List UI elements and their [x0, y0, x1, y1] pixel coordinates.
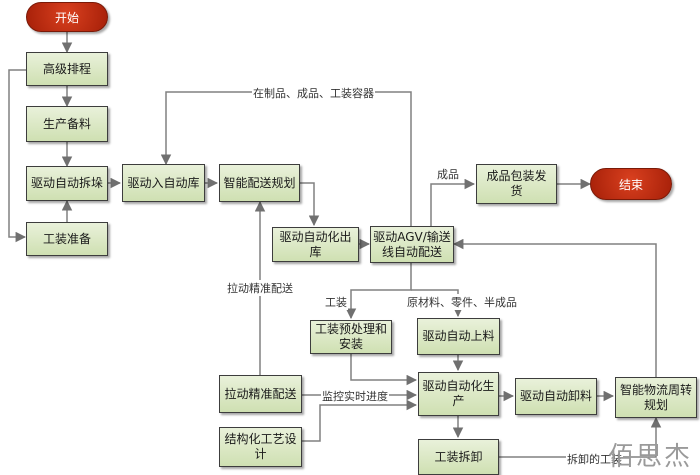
node-tool-prep[interactable]: 工装准备 [26, 222, 108, 256]
node-agv-dispatch[interactable]: 驱动AGV/输送 线自动配送 [370, 226, 454, 263]
node-auto-loading[interactable]: 驱动自动上料 [417, 318, 500, 355]
node-logistics-plan[interactable]: 智能物流周转 规划 [615, 377, 697, 418]
end-node[interactable]: 结束 [590, 168, 672, 200]
node-auto-store-in[interactable]: 驱动入自动库 [122, 164, 205, 202]
node-auto-unstack[interactable]: 驱动自动拆垛 [26, 166, 108, 201]
node-tool-preprocess[interactable]: 工装预处理和 安装 [310, 320, 392, 354]
node-packing[interactable]: 成品包装发 货 [476, 164, 557, 204]
node-auto-production[interactable]: 驱动自动化生 产 [418, 372, 499, 416]
arrow-dispatch-to-storeout [300, 182, 320, 227]
arrow-struct-to-production [302, 399, 418, 442]
label-tooling: 工装 [324, 294, 348, 310]
arrow-removal-to-logistics [499, 416, 662, 458]
label-finished: 成品 [436, 166, 460, 182]
label-wip-containers: 在制品、成品、工装容器 [252, 85, 375, 101]
arrow-logistics-to-agv [452, 238, 657, 377]
arrow-scheduling-to-toolprep [8, 69, 27, 243]
node-auto-unloading[interactable]: 驱动自动卸料 [515, 378, 597, 415]
node-smart-dispatch[interactable]: 智能配送规划 [219, 164, 300, 202]
arrow-toolpre-to-production [350, 354, 418, 386]
start-node[interactable]: 开始 [26, 2, 108, 32]
arrow-agv-to-toolpre [345, 263, 412, 320]
node-prep-material[interactable]: 生产备料 [26, 106, 108, 142]
node-tool-removal[interactable]: 工装拆卸 [418, 439, 499, 475]
label-monitor-progress: 监控实时进度 [321, 388, 389, 404]
label-materials: 原材料、零件、半成品 [406, 294, 518, 310]
arrow-agv-to-packing [430, 178, 476, 226]
watermark-logo: 佰思杰 [607, 442, 692, 472]
node-scheduling[interactable]: 高级排程 [26, 52, 108, 86]
label-removed-tooling: 拆卸的工装 [566, 451, 623, 467]
node-pull-dispatch[interactable]: 拉动精准配送 [219, 375, 302, 413]
label-pull-dispatch-vertical: 拉动精准配送 [226, 280, 294, 296]
arrow-agv-to-storein [160, 91, 412, 226]
node-auto-store-out[interactable]: 驱动自动化出 库 [272, 227, 359, 262]
node-structured-process[interactable]: 结构化工艺设 计 [219, 427, 302, 467]
